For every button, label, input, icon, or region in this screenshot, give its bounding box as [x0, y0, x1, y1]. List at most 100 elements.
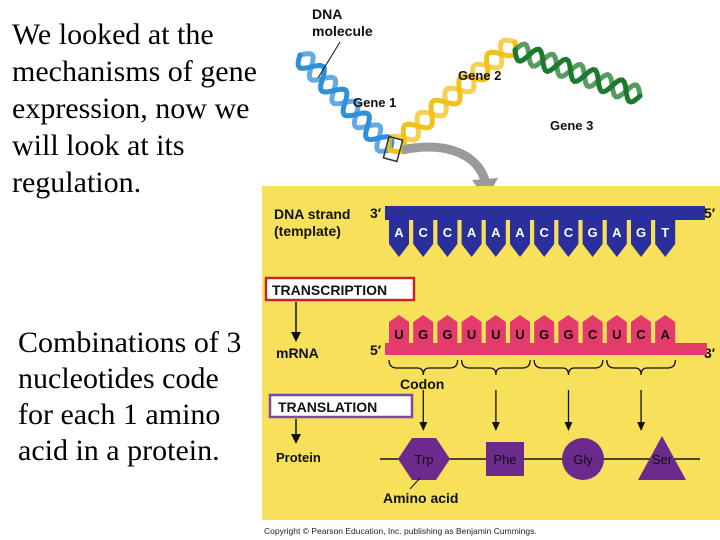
template-base-tip: [655, 244, 676, 257]
transcription-label: TRANSCRIPTION: [272, 282, 387, 298]
mrna-base-tile: [510, 315, 530, 343]
mrna-base-letter: U: [515, 327, 524, 342]
dna-molecule-label-line2: molecule: [312, 23, 373, 39]
template-base-tile: [534, 216, 555, 244]
template-base-tip: [461, 244, 482, 257]
gene3-label: Gene 3: [550, 118, 593, 133]
template-base-letter: C: [419, 225, 429, 240]
template-base-letter: C: [540, 225, 550, 240]
template-base-letter: G: [636, 225, 646, 240]
mrna-base-letter: A: [661, 327, 671, 342]
translation-arrow-head: [291, 434, 301, 444]
gene1-helix-strand-b: [297, 51, 393, 154]
mrna-base-letter: C: [588, 327, 598, 342]
mrna-base-letter: U: [467, 327, 476, 342]
mrna-base-letter: G: [442, 327, 452, 342]
template-base-tile: [389, 216, 409, 244]
codon-arrow-head: [637, 422, 646, 431]
mrna-base-letter: U: [394, 327, 403, 342]
codon-braces: [388, 359, 677, 431]
template-base-tip: [582, 244, 603, 257]
dna-strand-label-line2: (template): [274, 223, 341, 239]
template-base-tile: [437, 216, 458, 244]
codon-arrow-head: [491, 422, 500, 431]
codon-explanation-paragraph: Combinations of 3 nucleotides code for e…: [18, 326, 242, 467]
gene3-helix-strand-b: [512, 41, 643, 100]
template-base-tile: [485, 216, 506, 244]
template-base-tile: [510, 216, 530, 244]
transcription-arrow-head: [291, 332, 301, 342]
template-base-tile: [413, 216, 434, 244]
template-base-tile: [606, 216, 627, 244]
template-base-letter: A: [612, 225, 622, 240]
mrna-base-tile: [389, 315, 409, 343]
template-base-tile: [558, 216, 579, 244]
template-base-tile: [655, 216, 676, 244]
zoom-arrow: [401, 142, 491, 186]
template-base-tile: [631, 216, 651, 244]
template-base-letter: A: [394, 225, 404, 240]
template-base-tip: [413, 244, 434, 257]
mrna-base-tile: [606, 315, 627, 343]
template-base-letter: A: [491, 225, 501, 240]
mrna-base-tile: [437, 315, 458, 343]
copyright-text: Copyright © Pearson Education, Inc. publ…: [264, 526, 537, 536]
template-base-letter: C: [564, 225, 574, 240]
dna-strand-label-line1: DNA strand: [274, 206, 351, 222]
template-base-tip: [485, 244, 506, 257]
intro-paragraph: We looked at the mechanisms of gene expr…: [12, 18, 257, 199]
template-3prime-label: 3′: [370, 205, 382, 221]
mrna-base-letter: U: [491, 327, 500, 342]
mrna-base-letter: U: [612, 327, 621, 342]
mrna-base-tile: [631, 315, 651, 343]
amino-acid-name: Ser: [652, 452, 673, 467]
codon-label: Codon: [400, 376, 444, 392]
template-base-tip: [534, 244, 555, 257]
codon-arrow-head: [419, 422, 428, 431]
mrna-label: mRNA: [276, 345, 319, 361]
mrna-base-tile: [582, 315, 603, 343]
mrna-base-tile: [655, 315, 676, 343]
amino-acid-name: Gly: [573, 452, 593, 467]
codon-brace: [388, 359, 459, 376]
template-5prime-label: 5′: [704, 205, 716, 221]
mrna-backbone: [385, 343, 707, 355]
mrna-base-letter: G: [418, 327, 428, 342]
transcription-box: [264, 276, 416, 302]
template-base-tip: [631, 244, 651, 257]
amino-acid-shape-square: [486, 442, 524, 476]
gene2-helix-strand-b: [386, 37, 518, 153]
dna-molecule: [295, 37, 643, 163]
template-base-tip: [606, 244, 627, 257]
mrna-base-tile: [534, 315, 555, 343]
template-base-tile: [582, 216, 603, 244]
translation-box: [268, 393, 414, 419]
mrna-base-tile: [413, 315, 434, 343]
template-base-letter: C: [443, 225, 453, 240]
mrna-base-letter: C: [636, 327, 646, 342]
template-base-letter: A: [467, 225, 477, 240]
protein-label: Protein: [276, 450, 321, 465]
amino-acid-name: Trp: [414, 452, 433, 467]
codon-brace: [460, 359, 531, 376]
codon-brace: [533, 359, 604, 376]
amino-acid-shape-circle: [562, 438, 604, 480]
codon-arrow-head: [564, 422, 573, 431]
template-base-tile: [461, 216, 482, 244]
template-base-letter: A: [515, 225, 525, 240]
dna-molecule-pointer-line: [317, 41, 341, 79]
gene1-label: Gene 1: [353, 95, 396, 110]
selected-region-box: [382, 135, 404, 163]
template-base-letter: T: [661, 225, 669, 240]
dna-molecule-label-line1: DNA: [312, 6, 342, 22]
template-base-tip: [558, 244, 579, 257]
amino-acid-shape-hexagon: [398, 438, 450, 480]
gene3-helix-strand-a: [512, 46, 643, 105]
mrna-base-tile: [558, 315, 579, 343]
template-base-tip: [389, 244, 409, 257]
mrna-3prime-label: 3′: [704, 345, 716, 361]
translation-label: TRANSLATION: [278, 399, 377, 415]
